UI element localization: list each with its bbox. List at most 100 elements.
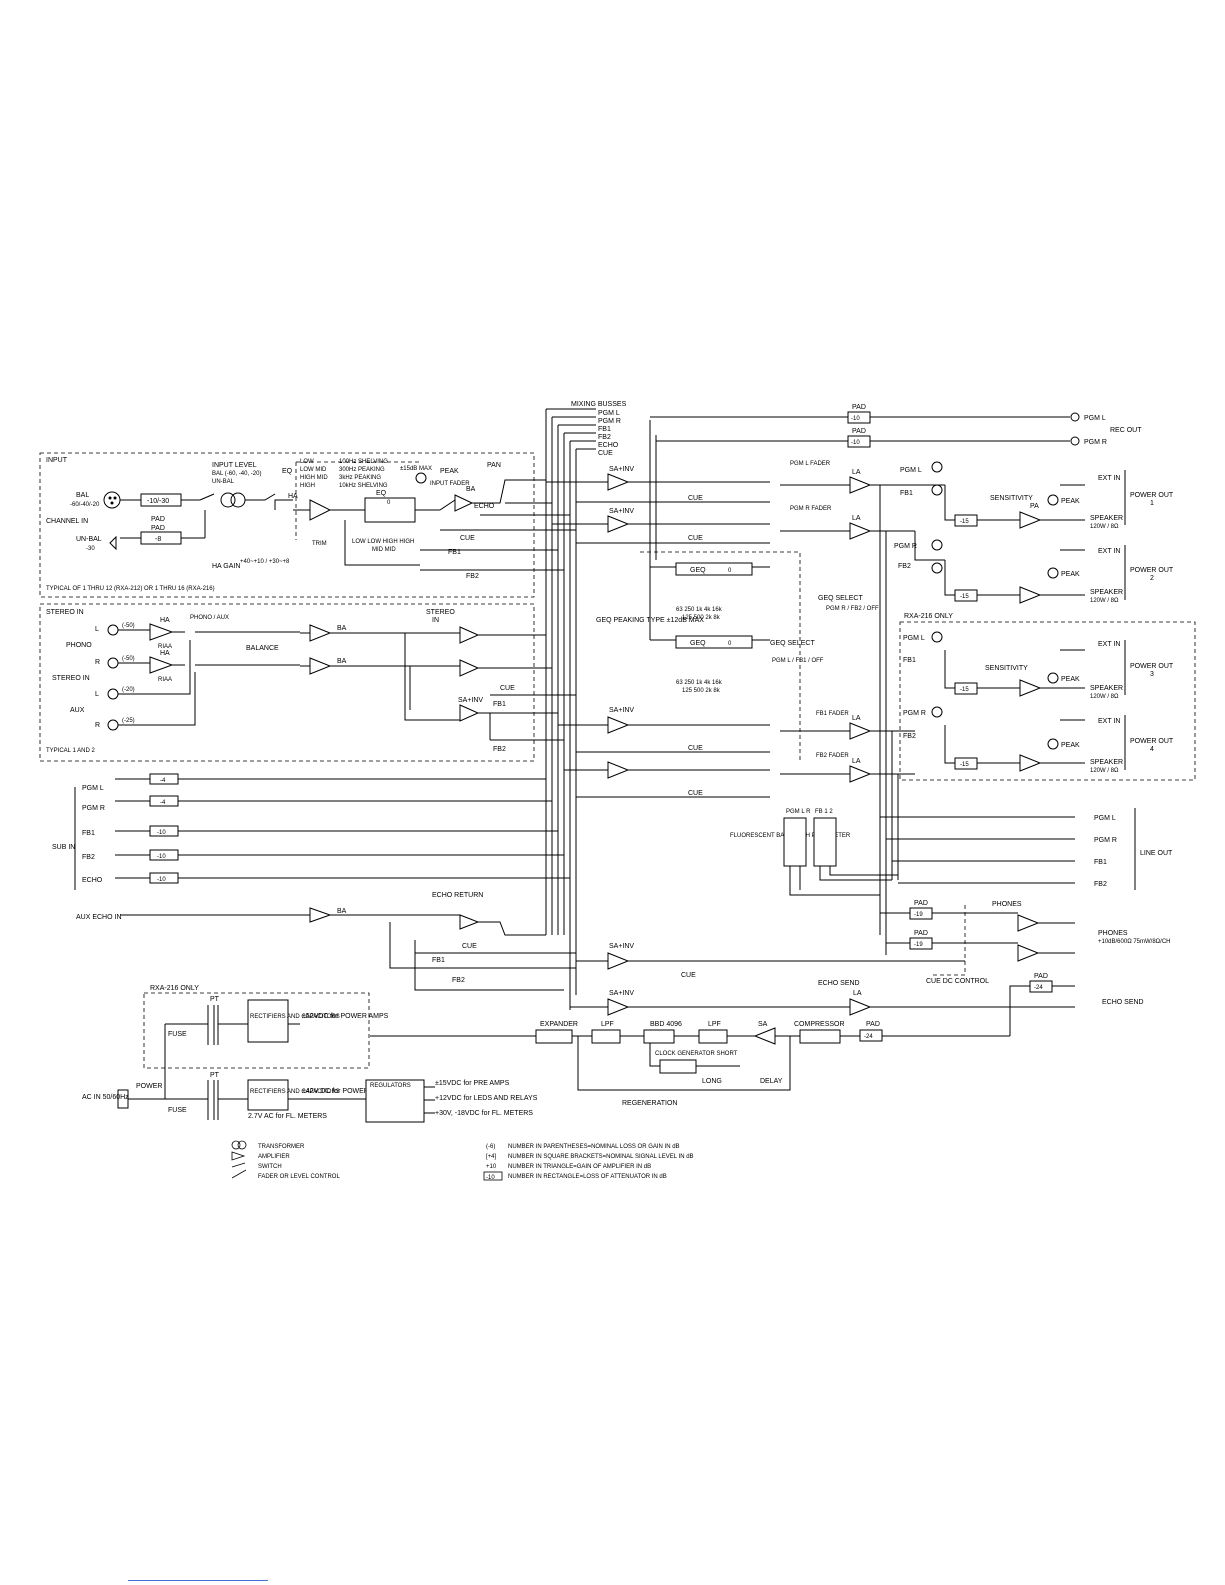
rca-phono-l-icon bbox=[107, 624, 119, 636]
po3-led-icon-1 bbox=[931, 631, 943, 643]
pt-1-label: PT bbox=[210, 996, 220, 1003]
expander-box bbox=[535, 1029, 573, 1044]
input-level-unbal: UN-BAL bbox=[212, 479, 235, 485]
la-2-label: LA bbox=[852, 515, 861, 522]
stereo-amp-r-icon bbox=[309, 657, 332, 675]
rec-out-r-jack-icon bbox=[1070, 436, 1080, 446]
po3-pgm-l: PGM L bbox=[903, 635, 925, 642]
fb2-label-in: FB2 bbox=[466, 573, 479, 580]
v12-label: +12VDC for LEDS AND RELAYS bbox=[435, 1095, 538, 1102]
rec-out-label: REC OUT bbox=[1110, 427, 1142, 434]
pad-10-30-label: -10/-30 bbox=[147, 498, 169, 505]
legend-amplifier: AMPLIFIER bbox=[258, 1154, 290, 1160]
lpf-2-label: LPF bbox=[708, 1021, 721, 1028]
compressor-label: COMPRESSOR bbox=[794, 1021, 845, 1028]
eq-f3: 3kHz PEAKING bbox=[339, 475, 381, 481]
legend-square: NUMBER IN SQUARE BRACKETS=NOMINAL SIGNAL… bbox=[508, 1154, 694, 1160]
line-out-section: PGM L PGM R FB1 FB2 LINE OUT bbox=[880, 808, 1173, 890]
po3-speaker: SPEAKER bbox=[1090, 685, 1123, 692]
echo-return-cue: CUE bbox=[462, 943, 477, 950]
sa-inv-1-label: SA+INV bbox=[609, 466, 634, 473]
po2-speaker-spec: 120W / 8Ω bbox=[1090, 598, 1119, 604]
fuse-2-label: FUSE bbox=[168, 1107, 187, 1114]
ha-gain-vals: +40~+10 / +30~+8 bbox=[240, 559, 290, 565]
geq-box-1 bbox=[675, 562, 753, 576]
v52-label: ±52VDC for POWER AMPS bbox=[302, 1013, 389, 1020]
la-1-icon bbox=[849, 476, 872, 494]
po3-pad-val: -15 bbox=[960, 687, 969, 693]
meter-section: FLUORESCENT BARGRAPH PEAK METER PGM L R … bbox=[730, 809, 898, 896]
po4-pad-val: -15 bbox=[960, 762, 969, 768]
legend-square-sym: [+4] bbox=[486, 1154, 497, 1160]
rectifiers-2-box bbox=[247, 1079, 289, 1111]
rxa216-only-label: RXA-216 ONLY bbox=[904, 613, 953, 620]
lvl-aux-l: (-20) bbox=[122, 687, 135, 693]
fb2-stereo-label: FB2 bbox=[493, 746, 506, 753]
la-echo-icon bbox=[849, 998, 872, 1016]
rxa216-only-box bbox=[899, 621, 1196, 781]
sa-label: SA bbox=[758, 1021, 768, 1028]
echo-send-pad-val: -24 bbox=[1034, 985, 1043, 991]
po1-led-icon-2 bbox=[931, 484, 943, 496]
sa-inv-1-icon bbox=[607, 473, 630, 491]
sa-inv-2-label: SA+INV bbox=[609, 508, 634, 515]
sub-pad-pgm-l-val: -4 bbox=[160, 778, 166, 784]
echo-send-section: SA+INV CUE SA+INV ECHO SEND LA PAD -24 E… bbox=[570, 943, 1144, 1016]
aux-echo-section: AUX ECHO IN BA ECHO RETURN CUE FB1 FB2 bbox=[76, 892, 576, 991]
po3-fb1: FB1 bbox=[903, 657, 916, 664]
po2-pa-icon bbox=[1019, 586, 1042, 604]
legend-rect-icon bbox=[483, 1171, 503, 1181]
sub-pgm-r-label: PGM R bbox=[82, 805, 105, 812]
cue-sa-1: CUE bbox=[688, 495, 703, 502]
stereo-in-title: STEREO IN bbox=[46, 609, 84, 616]
stereo-in-sub: IN bbox=[432, 617, 439, 624]
geq-1-freqs1: 63 250 1k 4k 16k bbox=[676, 607, 723, 613]
compressor-box bbox=[799, 1029, 841, 1044]
legend-rect-sym: -10 bbox=[486, 1175, 495, 1181]
phones-pad-2-val: -19 bbox=[914, 942, 923, 948]
po2-peak: PEAK bbox=[1061, 571, 1080, 578]
expander-label: EXPANDER bbox=[540, 1021, 578, 1028]
echo-return-fb2: FB2 bbox=[452, 977, 465, 984]
un-bal-label: UN-BAL bbox=[76, 536, 102, 543]
meter-fb-12: FB 1 2 bbox=[815, 809, 833, 815]
sub-pad-pgm-r-val: -4 bbox=[160, 800, 166, 806]
po3-sensitivity: SENSITIVITY bbox=[985, 665, 1028, 672]
po4-speaker: SPEAKER bbox=[1090, 759, 1123, 766]
bus-label-echo: ECHO bbox=[598, 442, 619, 449]
xlr-connector-icon bbox=[103, 491, 121, 509]
bus-label-fb1: FB1 bbox=[598, 426, 611, 433]
sa-amp-icon bbox=[753, 1027, 776, 1045]
echo-proc-pad-label: PAD bbox=[866, 1021, 880, 1028]
aux-label: AUX bbox=[70, 707, 85, 714]
v30-label: +30V, -18VDC for FL. METERS bbox=[435, 1110, 533, 1117]
sub-pgm-l-label: PGM L bbox=[82, 785, 104, 792]
rec-pad-label-2: PAD bbox=[852, 428, 866, 435]
cue-sa-5: CUE bbox=[681, 972, 696, 979]
line-out-fb2: FB2 bbox=[1094, 881, 1107, 888]
sub-pad-fb2-val: -10 bbox=[157, 854, 166, 860]
ba-stereo-r: BA bbox=[337, 658, 347, 665]
line-out-pgm-r: PGM R bbox=[1094, 837, 1117, 844]
fb1-stereo-label: FB1 bbox=[493, 701, 506, 708]
po4-led-icon-1 bbox=[931, 706, 943, 718]
clock-gen-label: CLOCK GENERATOR SHORT bbox=[655, 1051, 738, 1057]
lvl-phono-l: (-50) bbox=[122, 623, 135, 629]
aux-r-label: R bbox=[95, 722, 100, 729]
eq-high: HIGH bbox=[300, 483, 315, 489]
bbd-box bbox=[643, 1029, 675, 1044]
la-4-icon bbox=[849, 765, 872, 783]
power-switch-label: POWER bbox=[136, 1083, 162, 1090]
eq-f1: 100Hz SHELVING bbox=[339, 459, 388, 465]
input-level-label: INPUT LEVEL bbox=[212, 462, 257, 469]
legend-transformer: TRANSFORMER bbox=[258, 1144, 305, 1150]
line-out-fb1: FB1 bbox=[1094, 859, 1107, 866]
echo-return-fb1: FB1 bbox=[432, 957, 445, 964]
sa-inv-5-label: SA+INV bbox=[609, 943, 634, 950]
po2-led-icon-1 bbox=[931, 539, 943, 551]
ha-phono-r-amp-icon bbox=[149, 656, 174, 674]
sa-inv-4-icon bbox=[607, 761, 630, 779]
cue-stereo-label: CUE bbox=[500, 685, 515, 692]
phones-spec: +10dB/600Ω 75mW/8Ω/CH bbox=[1098, 939, 1171, 945]
sa-inv-stereo-label: SA+INV bbox=[458, 697, 483, 704]
